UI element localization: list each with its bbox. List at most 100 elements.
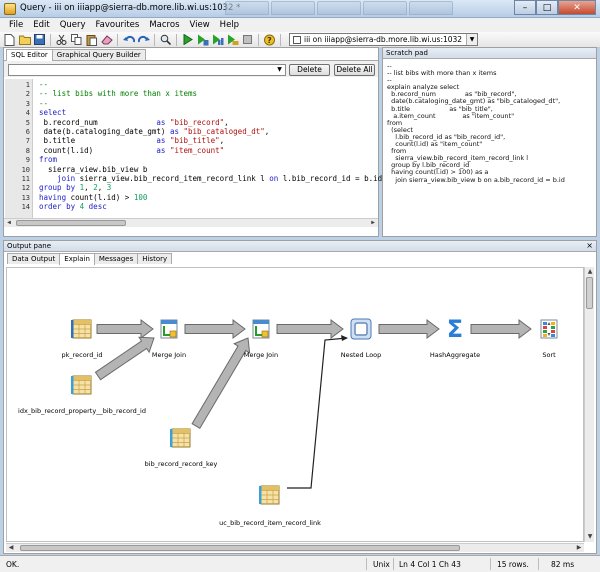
close-icon[interactable]: ×	[586, 241, 593, 250]
code-token: select	[39, 108, 67, 118]
edge-nested-loop-to-hash-aggregate	[378, 319, 440, 339]
edge-merge-join-to-merge-join	[184, 319, 246, 339]
plan-node-idx[interactable]	[71, 375, 92, 395]
scroll-left-icon[interactable]: ◀	[8, 544, 14, 551]
code-token: "bib_cataloged_dt"	[183, 127, 265, 136]
paste-icon[interactable]	[85, 33, 98, 46]
code-line: date(b.cataloging_date_gmt) as "bib_cata…	[39, 127, 270, 136]
tab-explain[interactable]: Explain	[59, 253, 95, 265]
line-number: 4	[25, 109, 30, 118]
menu-view[interactable]: View	[189, 20, 210, 30]
maximize-button[interactable]: □	[536, 0, 558, 15]
plan-node-label: Merge Join	[151, 351, 187, 359]
code-token: --	[39, 98, 49, 108]
code-token: b.record_num	[39, 117, 157, 127]
status-separator	[366, 558, 367, 570]
plan-node-nl[interactable]	[350, 318, 372, 340]
code-token: as	[156, 117, 170, 127]
code-token: on	[269, 174, 283, 183]
undo-icon[interactable]	[122, 33, 135, 46]
plan-node-pk[interactable]	[71, 319, 92, 339]
chevron-down-icon[interactable]: ▼	[466, 34, 478, 45]
code-token: "bib_title"	[169, 136, 220, 146]
edge-hash-aggregate-to-sort	[470, 319, 532, 339]
code-token: ,	[219, 136, 225, 146]
code-line: from	[39, 155, 57, 164]
menu-edit[interactable]: Edit	[33, 20, 50, 30]
menu-help[interactable]: Help	[219, 20, 240, 30]
plan-node-mj2[interactable]	[252, 319, 270, 339]
code-token: from	[39, 155, 58, 165]
explain-icon[interactable]	[211, 33, 224, 46]
output-pane: Output pane × Data Output Explain Messag…	[3, 240, 597, 554]
background-tab	[317, 1, 361, 15]
scroll-up-icon[interactable]: ▲	[587, 268, 593, 275]
tab-sql-editor[interactable]: SQL Editor	[6, 49, 53, 61]
plan-node-brk[interactable]	[170, 428, 191, 448]
scratch-pad-text[interactable]: -- -- list bibs with more than x items -…	[387, 62, 565, 184]
help-icon[interactable]: ?	[263, 33, 276, 46]
menu-favourites[interactable]: Favourites	[95, 20, 140, 30]
redo-icon[interactable]	[137, 33, 150, 46]
new-file-icon[interactable]	[3, 33, 16, 46]
plan-node-uc[interactable]	[259, 485, 280, 505]
close-button[interactable]: ✕	[558, 0, 596, 15]
toolbar-separator	[50, 33, 51, 46]
execute-icon[interactable]	[181, 33, 194, 46]
explain-horizontal-scrollbar[interactable]: ◀ ▶	[6, 543, 584, 552]
scrollbar-thumb[interactable]	[586, 277, 593, 309]
plan-node-label: Nested Loop	[340, 351, 382, 359]
copy-icon[interactable]	[70, 33, 83, 46]
explain-plan-graph: Σ	[71, 315, 558, 505]
cut-icon[interactable]	[55, 33, 68, 46]
code-token: desc	[84, 202, 107, 212]
scroll-right-icon[interactable]: ▶	[371, 219, 375, 226]
connection-select[interactable]: iii on iiiapp@sierra-db.more.lib.wi.us:1…	[289, 33, 479, 46]
tab-history[interactable]: History	[137, 253, 173, 264]
menu-macros[interactable]: Macros	[149, 20, 180, 30]
execute-file-icon[interactable]	[196, 33, 209, 46]
delete-all-button[interactable]: Delete All	[334, 64, 375, 76]
scroll-down-icon[interactable]: ▼	[587, 533, 593, 540]
plan-node-mj1[interactable]	[160, 319, 178, 339]
minimize-button[interactable]: –	[514, 0, 536, 15]
code-token: ,	[224, 117, 229, 127]
plan-node-sort[interactable]	[540, 319, 558, 339]
query-history-select[interactable]: ▼	[8, 64, 286, 76]
editor-horizontal-scrollbar[interactable]: ◀ ▶	[4, 218, 378, 227]
svg-text:?: ?	[267, 36, 272, 45]
scrollbar-thumb[interactable]	[16, 220, 126, 226]
chevron-down-icon[interactable]: ▼	[277, 66, 282, 73]
editor-tabs: SQL Editor Graphical Query Builder	[4, 48, 146, 61]
plan-node-ha[interactable]: Σ	[447, 315, 463, 343]
save-icon[interactable]	[33, 33, 46, 46]
scroll-right-icon[interactable]: ▶	[576, 544, 582, 551]
status-row-count: 15 rows.	[497, 560, 529, 569]
find-icon[interactable]	[159, 33, 172, 46]
cancel-icon[interactable]	[241, 33, 254, 46]
tab-data-output[interactable]: Data Output	[7, 253, 61, 264]
line-number: 5	[25, 118, 30, 127]
tab-graphical-query-builder[interactable]: Graphical Query Builder	[51, 49, 146, 60]
code-token: "bib_record"	[169, 117, 225, 127]
code-token: ,	[84, 183, 94, 193]
tab-messages[interactable]: Messages	[93, 253, 139, 264]
menu-query[interactable]: Query	[59, 20, 86, 30]
delete-button[interactable]: Delete	[289, 64, 330, 76]
clear-icon[interactable]	[100, 33, 113, 46]
scroll-left-icon[interactable]: ◀	[7, 219, 11, 226]
menu-file[interactable]: File	[9, 20, 24, 30]
code-token: 4	[79, 202, 85, 212]
line-number: 3	[25, 99, 30, 108]
scrollbar-thumb[interactable]	[20, 545, 460, 551]
open-folder-icon[interactable]	[18, 33, 31, 46]
plan-node-label: idx_bib_record_property__bib_record_id	[18, 407, 146, 415]
explain-analyze-icon[interactable]	[226, 33, 239, 46]
code-token: ,	[264, 127, 270, 136]
explain-vertical-scrollbar[interactable]: ▲ ▼	[584, 267, 594, 542]
history-toolbar: ▼ Delete Delete All	[4, 60, 378, 77]
connection-checkbox[interactable]	[293, 35, 301, 44]
